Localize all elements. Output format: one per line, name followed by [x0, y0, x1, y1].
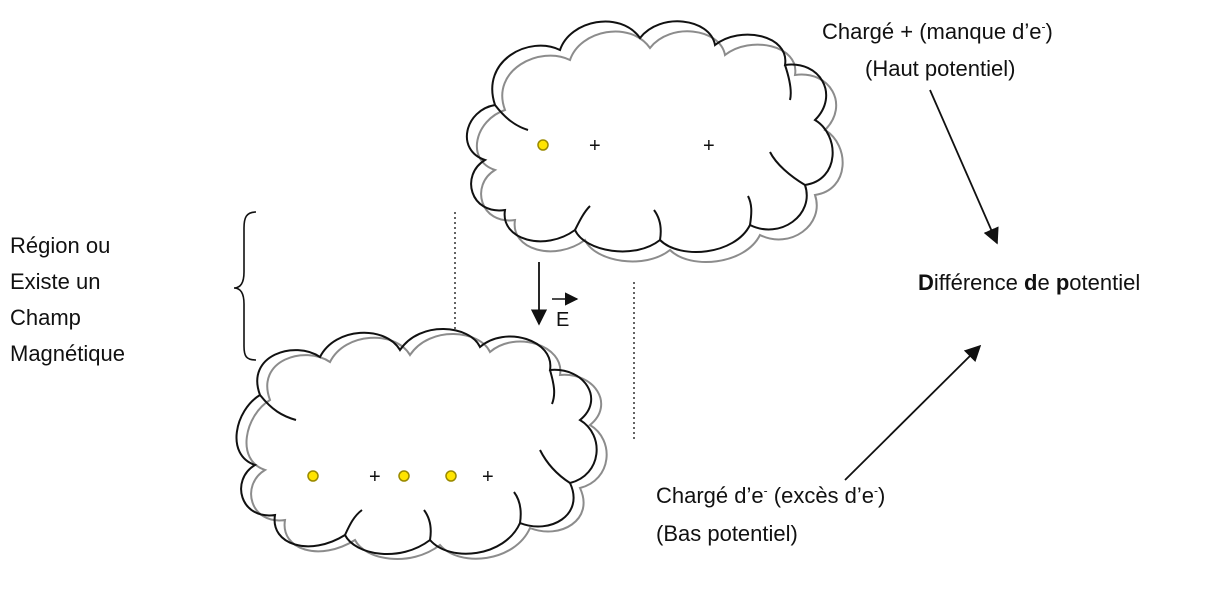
difference-D: D [918, 270, 934, 295]
top-cloud-shadow-outline [476, 30, 844, 263]
difference-t1: ifférence [933, 270, 1024, 295]
electron-bottom-1 [307, 470, 319, 482]
bottom-charge-superscript-1: - [763, 483, 768, 498]
difference-t3: otentiel [1069, 270, 1141, 295]
electron-bottom-2 [398, 470, 410, 482]
top-charge-close: ) [1045, 19, 1053, 44]
top-cloud [466, 20, 844, 263]
region-label-line-4: Magnétique [10, 341, 125, 366]
arrow-high-to-difference [929, 89, 999, 245]
difference-label: Différence de potentiel [918, 269, 1140, 297]
plus-bottom-1: + [369, 466, 381, 488]
bottom-cloud-shadow-outline [245, 333, 608, 560]
region-brace [233, 211, 257, 361]
bottom-charge-label: Chargé d’e- (excès d’e-) [656, 482, 885, 510]
top-charge-text: Chargé + (manque d’e [822, 19, 1042, 44]
top-charge-superscript: - [1041, 19, 1046, 34]
difference-p: p [1055, 270, 1070, 295]
plus-top-1: + [589, 135, 601, 157]
top-cloud-outline [466, 20, 834, 253]
region-label-line-3: Champ [10, 305, 81, 330]
bottom-charge-excess: (excès d’e [767, 483, 875, 508]
arrow-low-to-difference [844, 344, 982, 481]
top-potential-label: (Haut potentiel) [865, 56, 1016, 81]
difference-t2: e [1037, 270, 1056, 295]
bottom-cloud [235, 328, 608, 560]
field-symbol: E [556, 309, 569, 331]
bottom-potential-label: (Bas potentiel) [656, 521, 798, 546]
bottom-cloud-outline [235, 328, 598, 555]
plus-top-2: + [703, 135, 715, 157]
region-label-line-2: Existe un [10, 269, 101, 294]
electron-bottom-3 [445, 470, 457, 482]
region-label-line-1: Région ou [10, 233, 111, 258]
bottom-cloud-inner-curl [259, 369, 571, 541]
top-charge-label: Chargé + (manque d’e-) [822, 18, 1053, 46]
bottom-charge-close: ) [878, 483, 886, 508]
plus-bottom-2: + [482, 466, 494, 488]
top-cloud-inner-curl [494, 64, 806, 241]
bottom-charge-text: Chargé d’e [656, 483, 764, 508]
bottom-charge-superscript-2: - [874, 483, 879, 498]
difference-d: d [1024, 270, 1038, 295]
electron-top [537, 139, 549, 151]
